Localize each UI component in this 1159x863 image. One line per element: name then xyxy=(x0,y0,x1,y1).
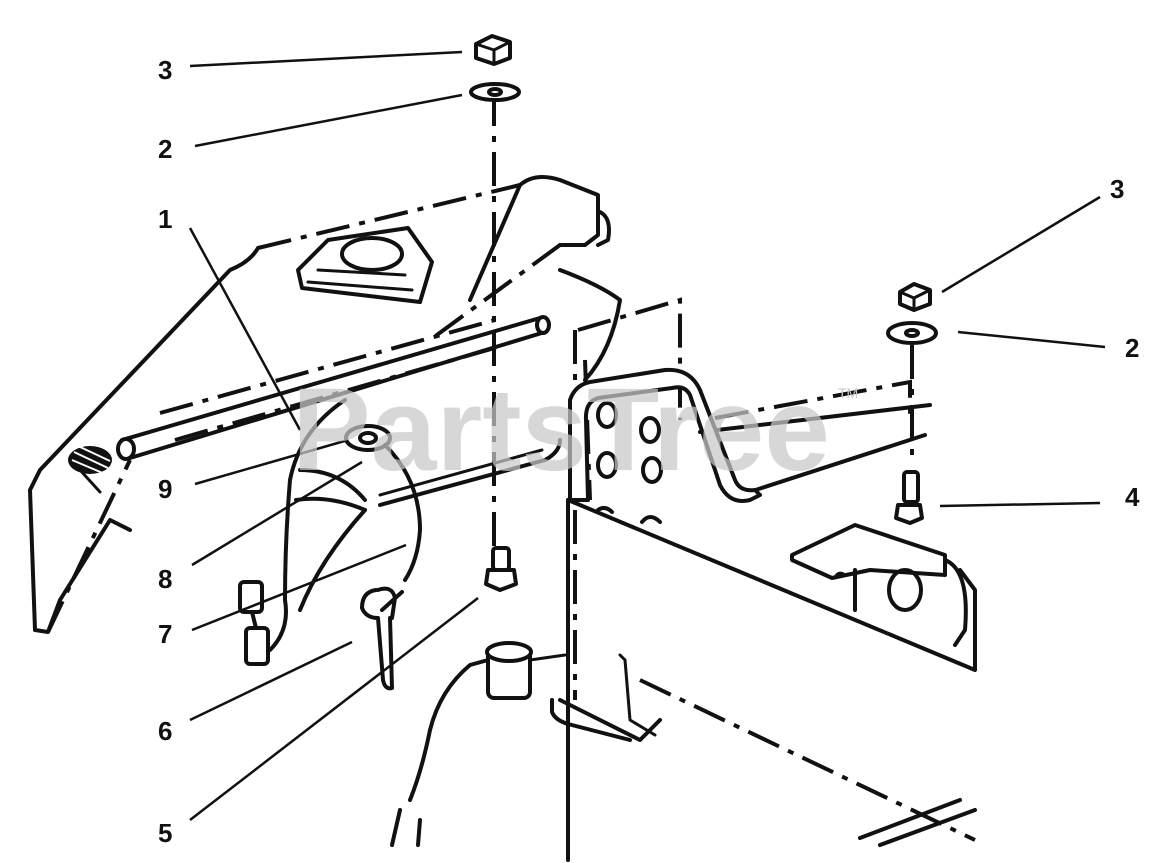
torsion-spring xyxy=(68,445,112,494)
callout-3-right: 3 xyxy=(1110,174,1124,204)
callout-6: 6 xyxy=(158,716,172,746)
bolt-stack-left xyxy=(469,34,521,592)
callout-2-right: 2 xyxy=(1125,333,1139,363)
pivot-bushing xyxy=(390,641,567,847)
control-rod xyxy=(558,268,622,382)
callout-5: 5 xyxy=(158,818,172,848)
callout-1: 1 xyxy=(158,204,172,234)
latch-handle xyxy=(238,398,422,666)
callout-8: 8 xyxy=(158,564,172,594)
chassis-frame xyxy=(550,297,977,862)
leader-lines xyxy=(188,50,1106,821)
partstree-watermark: PartsTree TM xyxy=(292,364,858,496)
hairpin-clip xyxy=(360,586,404,691)
callout-4: 4 xyxy=(1125,482,1140,512)
control-rod-lower xyxy=(378,438,562,507)
callout-2-top: 2 xyxy=(158,134,172,164)
callout-9: 9 xyxy=(158,474,172,504)
mounting-bracket xyxy=(568,367,762,524)
callout-7: 7 xyxy=(158,619,172,649)
shield-panel xyxy=(28,174,611,634)
watermark-text: PartsTree xyxy=(292,364,830,496)
watermark-trademark: TM xyxy=(838,385,858,401)
bolt-stack-right xyxy=(886,282,938,525)
callout-labels: 3 2 1 9 8 7 6 5 3 2 4 xyxy=(158,55,1140,848)
side-bracket xyxy=(790,523,968,647)
callout-3-top: 3 xyxy=(158,55,172,85)
